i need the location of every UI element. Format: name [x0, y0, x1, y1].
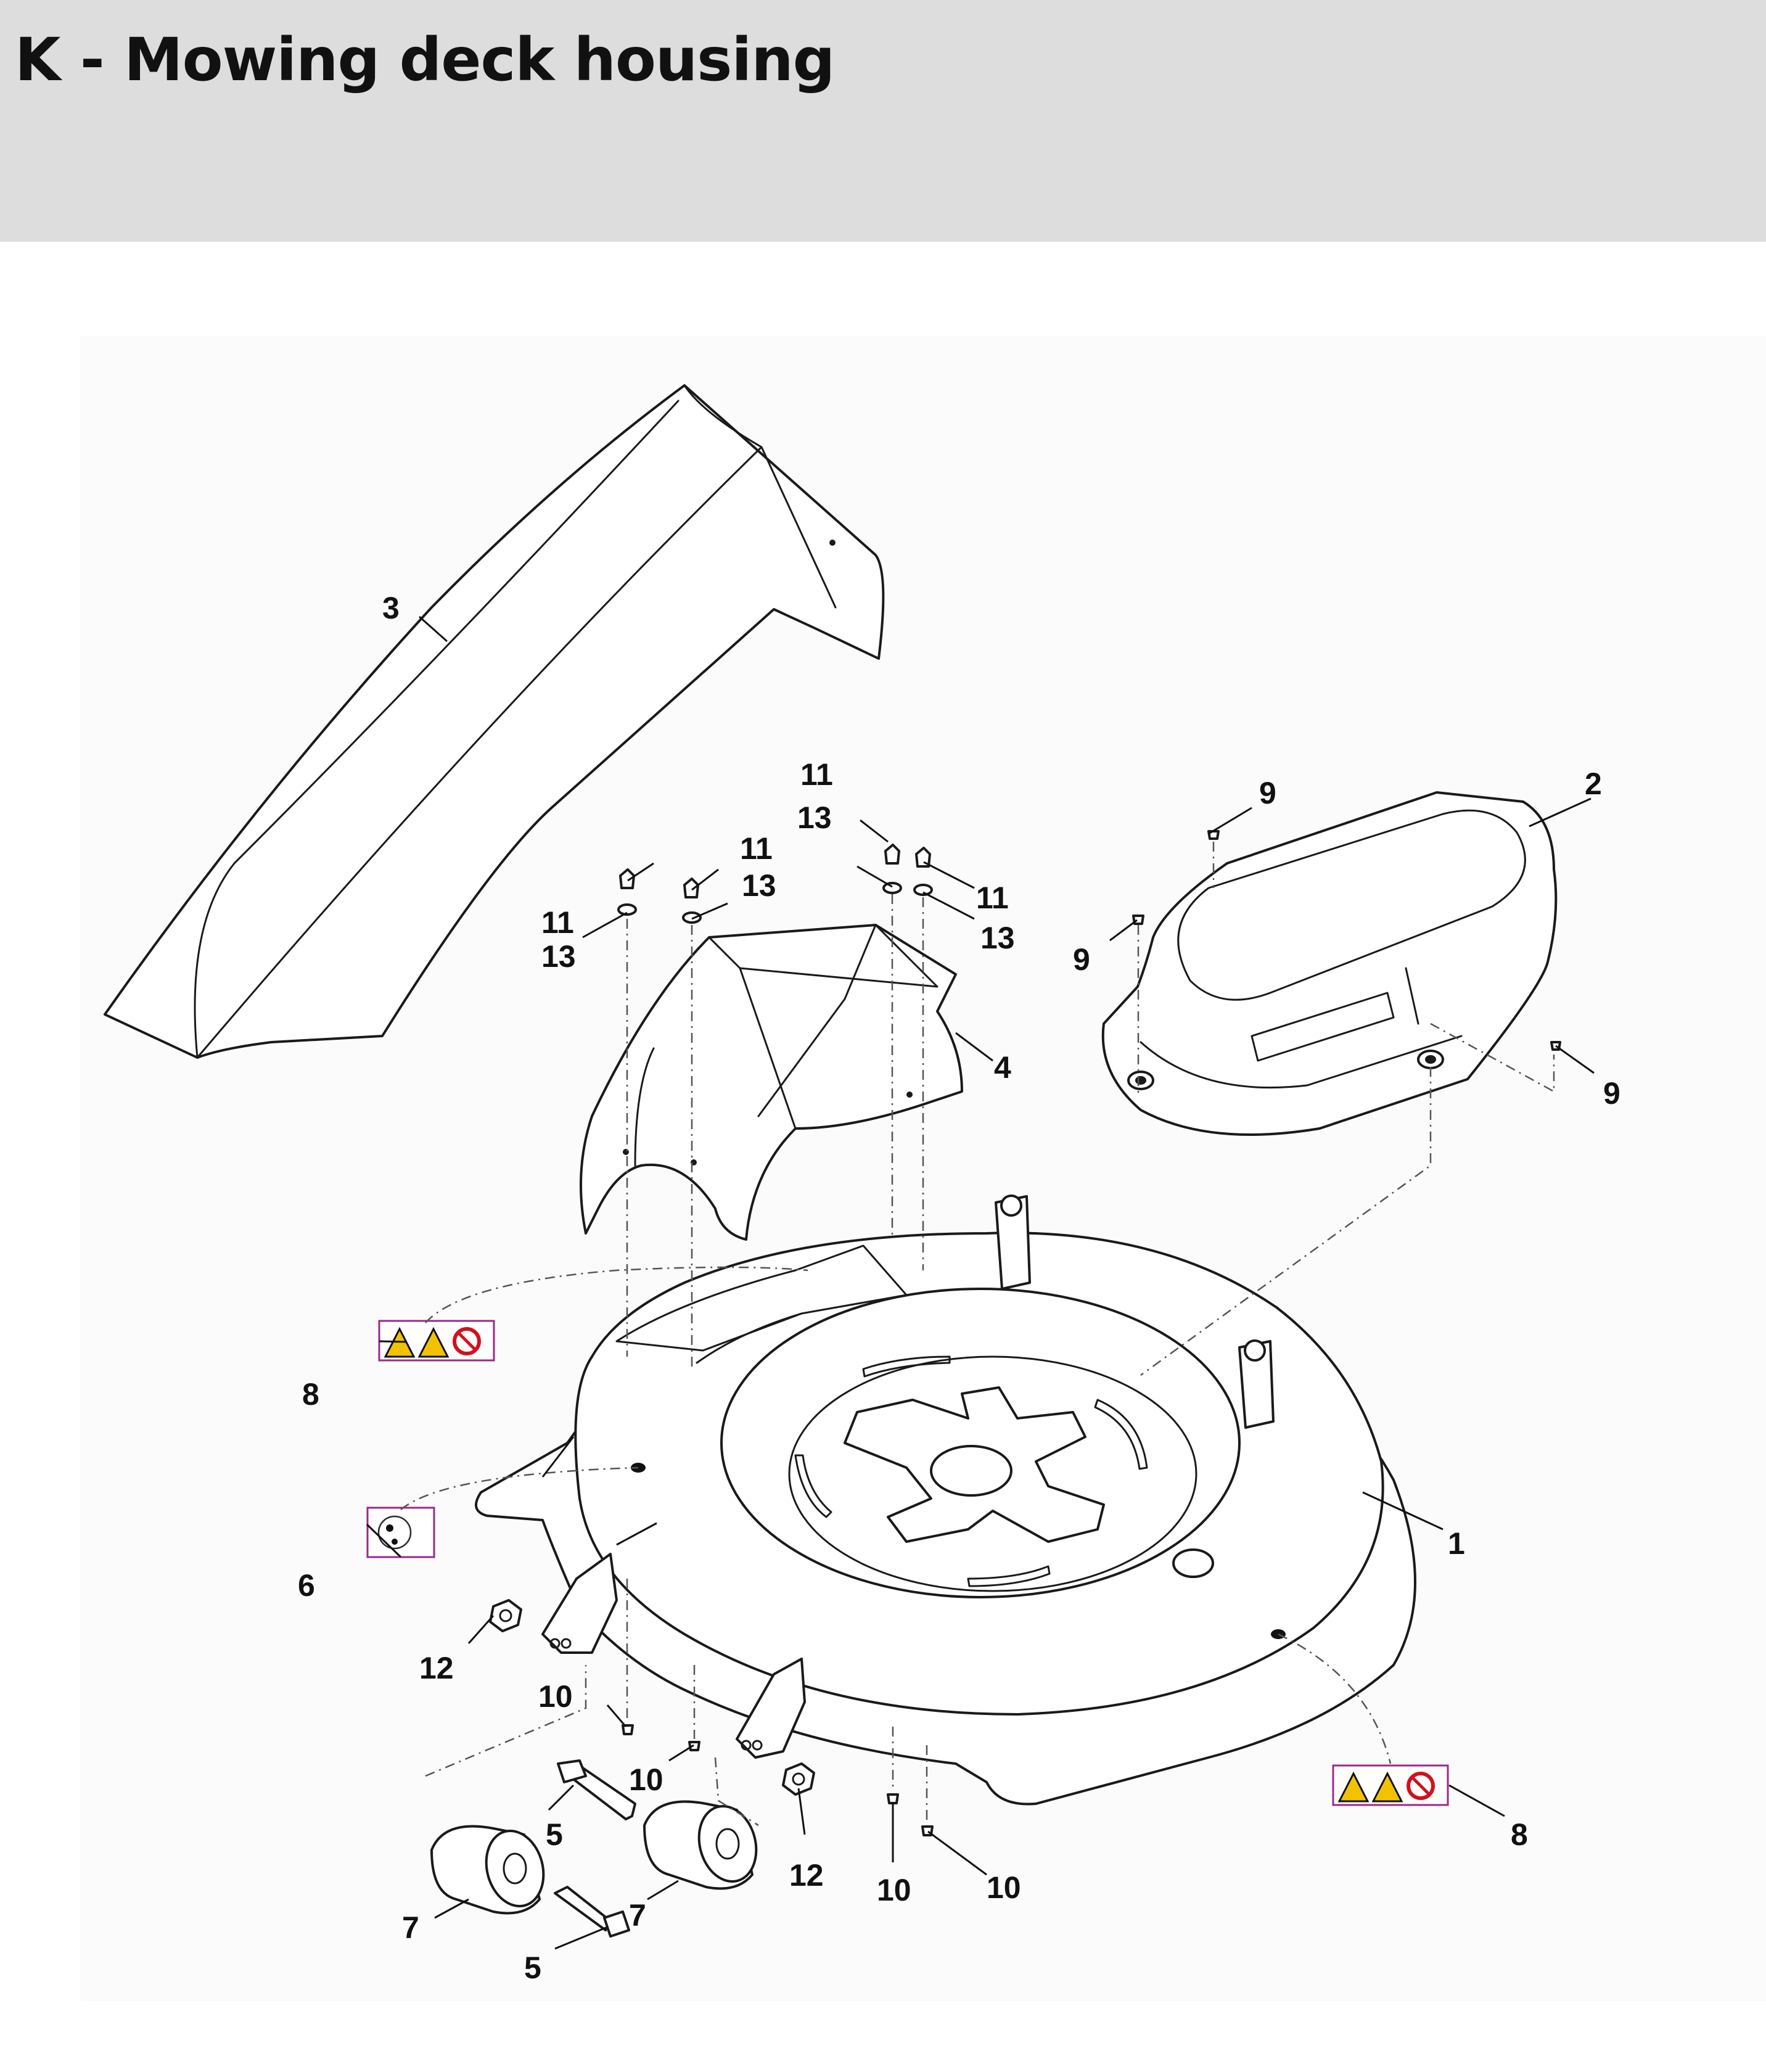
callout-10-b: 10: [629, 1762, 663, 1797]
part-4-chute-flap: [580, 924, 963, 1241]
callout-11-b: 11: [740, 831, 773, 866]
part-1-deck-housing: [475, 1194, 1416, 1806]
header-bar: K - Mowing deck housing: [0, 0, 1766, 242]
part-8-warning-label-right: [1332, 1764, 1449, 1806]
callout-9-right: 9: [1603, 1076, 1620, 1111]
callout-6: 6: [298, 1568, 315, 1603]
part-6-sticker: [366, 1507, 435, 1558]
part-2-belt-cover: [1101, 791, 1558, 1136]
callout-13-a: 13: [797, 800, 832, 835]
callout-10-c: 10: [877, 1873, 911, 1907]
callout-5-upper: 5: [546, 1817, 563, 1852]
callout-7-left: 7: [402, 1910, 419, 1945]
fasteners: [489, 830, 1561, 1836]
callout-2: 2: [1585, 767, 1602, 801]
callout-13-b: 13: [742, 868, 776, 903]
callout-1: 1: [1448, 1526, 1465, 1561]
callout-9-left: 9: [1073, 942, 1090, 977]
part-7-rollers: [430, 1800, 758, 1915]
callout-8-left: 8: [302, 1377, 319, 1412]
callout-9-top: 9: [1259, 776, 1276, 810]
callout-8-right: 8: [1511, 1817, 1528, 1852]
callout-11-a: 11: [800, 757, 833, 792]
page-title: K - Mowing deck housing: [15, 25, 835, 94]
callout-5-lower: 5: [524, 1951, 541, 1985]
callout-10-a: 10: [538, 1679, 573, 1714]
part-5-axles: [554, 1759, 636, 1938]
part-8-warning-label-left: [378, 1320, 495, 1362]
callout-11-d: 11: [541, 905, 574, 940]
callout-labels: 1 2 3 4 5 5 6 7 7 8 8 9 9 9 10 10 10 10 …: [298, 591, 1620, 1985]
callout-13-c: 13: [980, 921, 1015, 955]
callout-11-c: 11: [976, 881, 1009, 915]
callout-3: 3: [382, 591, 400, 625]
leader-lines: [366, 615, 1595, 1950]
callout-4: 4: [994, 1050, 1011, 1085]
callout-13-d: 13: [541, 939, 576, 974]
callout-7-right: 7: [629, 1898, 646, 1933]
callout-10-d: 10: [987, 1870, 1021, 1905]
callout-12-left: 12: [419, 1651, 454, 1685]
assembly-lines: [400, 842, 1555, 1827]
part-3-discharge-chute: [104, 384, 885, 1059]
callout-12-right: 12: [789, 1858, 824, 1893]
